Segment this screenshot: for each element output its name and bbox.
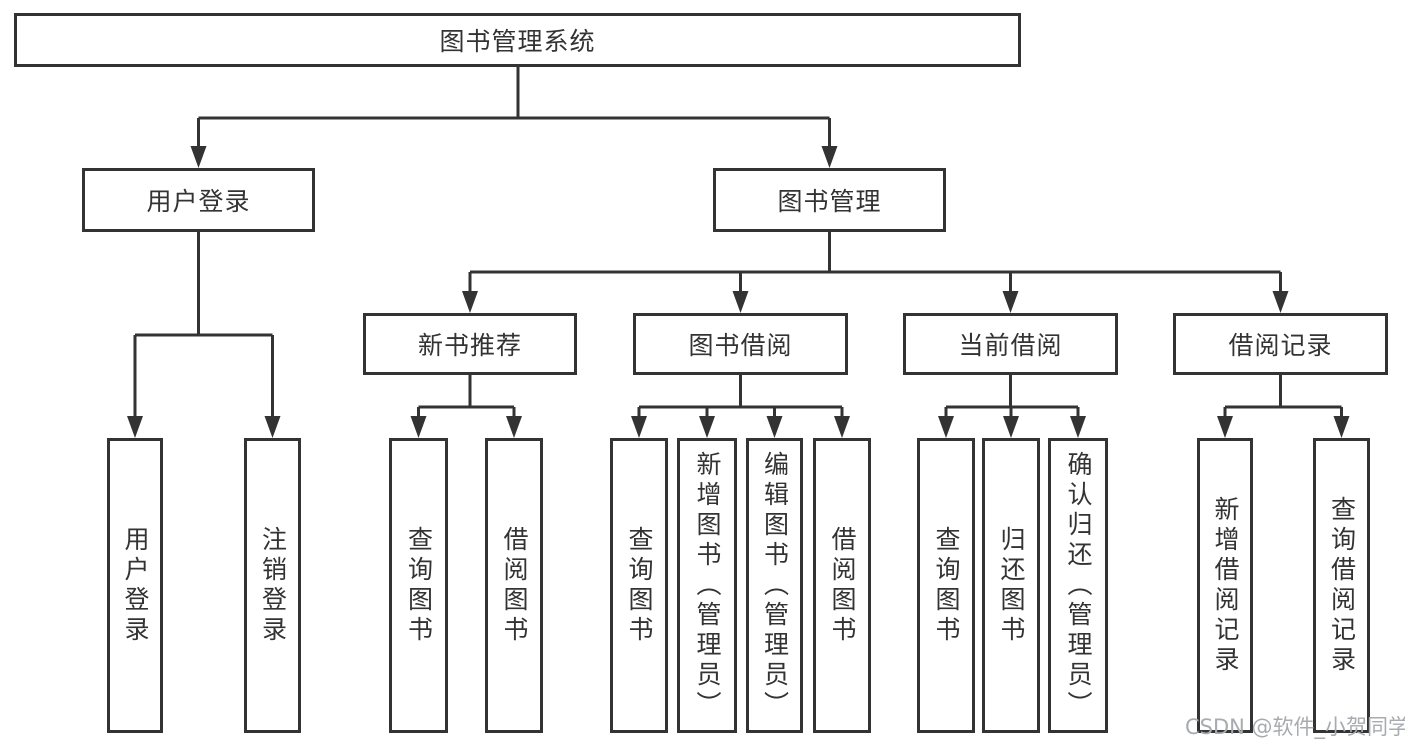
node-label: 用户登录 <box>121 525 150 646</box>
node-leaf-confirm-return-admin: 确认归还（管理员） <box>1048 438 1108 733</box>
node-label: 图书管理系统 <box>439 27 596 56</box>
node-leaf-borrow-books-new: 借阅图书 <box>485 438 543 733</box>
arrow-down-icon <box>631 416 647 438</box>
node-root: 图书管理系统 <box>14 13 1021 67</box>
node-leaf-return-books: 归还图书 <box>982 438 1040 733</box>
arrow-down-icon <box>1070 416 1086 438</box>
arrow-down-icon <box>938 416 954 438</box>
arrow-down-icon <box>410 416 427 438</box>
arrow-down-icon <box>190 146 207 168</box>
node-user-login: 用户登录 <box>82 168 315 232</box>
arrow-down-icon <box>821 146 838 168</box>
node-new-book-recommend: 新书推荐 <box>363 313 577 375</box>
node-label: 图书管理 <box>777 187 882 216</box>
node-leaf-query-books-current: 查询图书 <box>917 438 975 733</box>
node-label: 查询借阅记录 <box>1327 495 1357 676</box>
arrow-down-icon <box>1333 416 1350 438</box>
node-leaf-user-login: 用户登录 <box>107 438 163 733</box>
node-leaf-logout: 注销登录 <box>244 438 301 733</box>
node-leaf-query-books-new: 查询图书 <box>389 438 448 733</box>
arrow-down-icon <box>699 416 715 438</box>
node-leaf-add-books-admin: 新增图书（管理员） <box>677 438 737 733</box>
node-leaf-add-borrow-record: 新增借阅记录 <box>1197 438 1253 733</box>
node-label: 编辑图书（管理员） <box>760 450 790 721</box>
node-label: 归还图书 <box>997 525 1026 646</box>
arrow-down-icon <box>506 416 522 438</box>
node-label: 借阅记录 <box>1228 331 1333 360</box>
arrow-down-icon <box>127 416 143 438</box>
arrow-down-icon <box>1272 291 1289 313</box>
arrow-down-icon <box>1217 416 1233 438</box>
watermark: CSDN @软件_小贺同学 <box>1185 715 1405 739</box>
node-book-borrow: 图书借阅 <box>633 313 848 375</box>
connector-lines <box>133 67 1343 419</box>
node-leaf-borrow-books-borrow: 借阅图书 <box>813 438 871 733</box>
arrow-down-icon <box>732 291 749 313</box>
node-leaf-edit-books-admin: 编辑图书（管理员） <box>746 438 803 733</box>
node-label: 新增图书（管理员） <box>693 450 722 721</box>
node-book-management: 图书管理 <box>713 168 946 232</box>
node-label: 新增借阅记录 <box>1211 495 1240 676</box>
node-label: 当前借阅 <box>958 331 1063 360</box>
node-label: 查询图书 <box>625 525 654 646</box>
node-label: 新书推荐 <box>417 331 522 360</box>
arrow-down-icon <box>766 416 783 438</box>
node-label: 借阅图书 <box>500 525 529 646</box>
node-label: 查询图书 <box>404 525 434 646</box>
node-label: 查询图书 <box>932 525 961 646</box>
node-label: 图书借阅 <box>688 331 793 360</box>
arrow-down-icon <box>462 291 478 313</box>
node-leaf-query-books-borrow: 查询图书 <box>610 438 668 733</box>
arrow-down-icon <box>1003 416 1019 438</box>
arrow-down-icon <box>264 416 281 438</box>
node-label: 借阅图书 <box>828 525 857 646</box>
node-current-borrow: 当前借阅 <box>903 313 1118 375</box>
node-label: 用户登录 <box>146 187 251 216</box>
arrow-down-icon <box>834 416 850 438</box>
node-borrow-records: 借阅记录 <box>1173 313 1388 375</box>
node-label: 确认归还（管理员） <box>1064 450 1093 721</box>
node-label: 注销登录 <box>258 525 288 646</box>
arrow-down-icon <box>1002 291 1019 313</box>
arrowheads <box>127 146 1350 438</box>
node-leaf-query-borrow-record: 查询借阅记录 <box>1313 438 1370 733</box>
